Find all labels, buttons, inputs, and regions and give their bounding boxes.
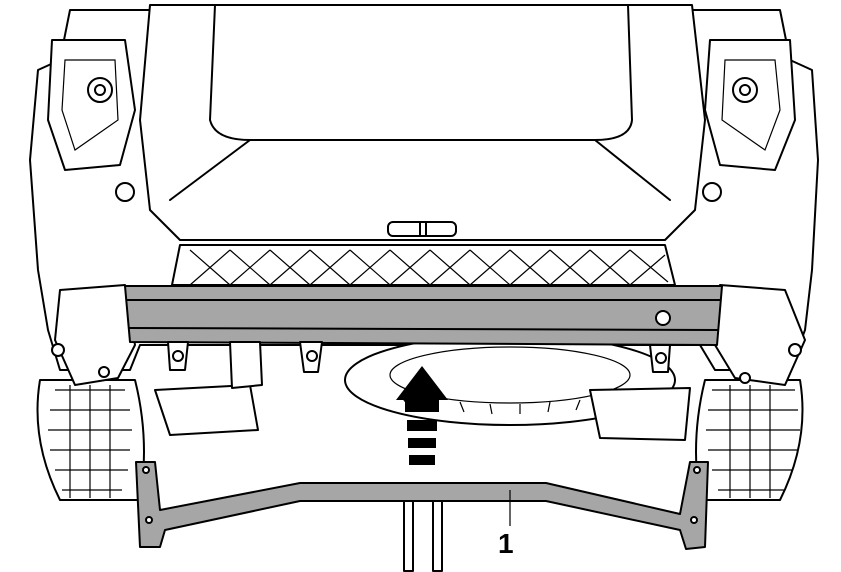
right-lamp-housing: [702, 39, 796, 202]
arrow-up-icon: [396, 366, 448, 465]
left-rear-tire: [36, 379, 145, 501]
mounting-studs: [167, 341, 671, 373]
rear-bumper-beam: [124, 285, 723, 346]
left-lamp-housing: [47, 39, 136, 202]
lifting-posts: [403, 500, 443, 572]
right-rear-tire: [695, 379, 804, 501]
tow-bar-frame: [135, 461, 709, 550]
callout-label-1: 1: [498, 528, 514, 559]
underbody-components: [154, 341, 691, 441]
rear-panel-lattice: [171, 244, 676, 286]
